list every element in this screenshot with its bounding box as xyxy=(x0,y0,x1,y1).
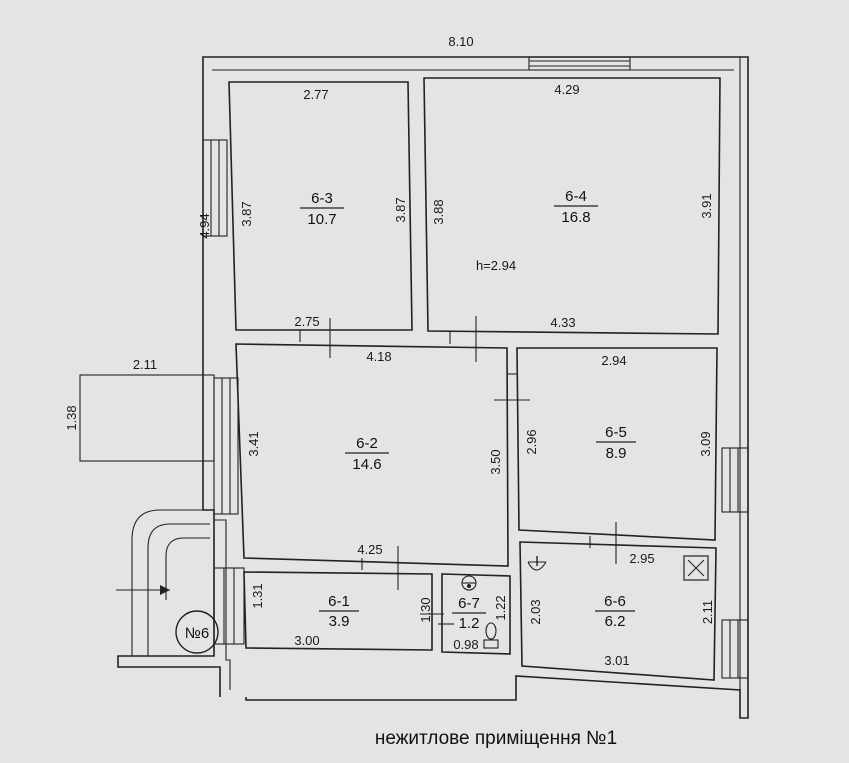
room-6-6-id: 6-6 xyxy=(604,593,626,610)
porch-outline xyxy=(79,374,215,462)
room-6-3-left-dim: 3.87 xyxy=(239,201,254,226)
room-6-6: 2.03 2.11 3.01 6-6 6.2 xyxy=(519,541,717,681)
room-6-7: 1.22 0.98 6-7 1.2 xyxy=(438,573,511,655)
inner-wall-line xyxy=(214,519,231,690)
ceiling-height-label: h=2.94 xyxy=(476,258,516,273)
stair-curve-outer xyxy=(131,509,210,656)
outer-wall-line xyxy=(117,56,749,719)
window-right-lower xyxy=(721,619,749,679)
room-6-4-right-dim: 3.91 xyxy=(699,193,714,218)
porch-depth-label: 1.38 xyxy=(64,405,79,430)
room-6-6-area: 6.2 xyxy=(605,613,626,630)
room-6-5: 2.94 2.96 3.09 2.95 6-5 8.9 xyxy=(516,347,718,566)
room-6-7-id: 6-7 xyxy=(458,595,480,612)
window-right-upper xyxy=(721,447,749,513)
window-left-upper xyxy=(202,139,228,237)
outer-left-dim: 4.94 xyxy=(197,213,212,238)
entrance-number-label: №6 xyxy=(185,625,209,642)
porch: 2.11 1.38 xyxy=(64,357,215,462)
room-6-2: 4.18 3.41 3.50 4.25 6-2 14.6 xyxy=(235,343,530,590)
room-6-3-right-dim: 3.87 xyxy=(393,197,408,222)
room-6-5-top-dim: 2.94 xyxy=(601,353,626,368)
outer-walls xyxy=(117,56,749,719)
room-6-2-left-dim: 3.41 xyxy=(246,431,261,456)
stair-entrance: №6 xyxy=(116,509,219,656)
window-left-middle xyxy=(213,377,239,515)
room-6-2-right-dim: 3.50 xyxy=(488,449,503,474)
room-6-1-left-dim: 1.31 xyxy=(250,583,265,608)
entrance-number-circle xyxy=(175,610,219,654)
room-6-7-bottom-dim: 0.98 xyxy=(453,637,478,652)
room-6-7-area: 1.2 xyxy=(459,615,480,632)
room-6-4-bottom-dim: 4.33 xyxy=(550,315,575,330)
room-6-1: 1.31 1.30 3.00 6-1 3.9 xyxy=(243,571,444,651)
room-6-3-area: 10.7 xyxy=(307,211,336,228)
outer-top-dim: 8.10 xyxy=(448,34,473,49)
room-6-1-area: 3.9 xyxy=(329,613,350,630)
room-6-1-bottom-dim: 3.00 xyxy=(294,633,319,648)
room-6-5-area: 8.9 xyxy=(606,445,627,462)
room-6-3-id: 6-3 xyxy=(311,190,333,207)
windows xyxy=(202,56,749,679)
plan-title: нежитлове приміщення №1 xyxy=(375,728,617,749)
sink-icon xyxy=(527,556,547,571)
room-6-3: 2.77 3.87 3.87 4.94 2.75 6-3 10.7 xyxy=(197,81,413,358)
room-6-4-area: 16.8 xyxy=(561,209,590,226)
room-6-5-bottom-dim: 2.95 xyxy=(629,551,654,566)
room-6-4: 4.29 3.88 3.91 4.33 h=2.94 8.10 6-4 16.8 xyxy=(423,34,721,362)
room-6-1-id: 6-1 xyxy=(328,593,350,610)
stair-curve-mid xyxy=(147,523,210,656)
room-6-2-id: 6-2 xyxy=(356,435,378,452)
room-6-6-bottom-dim: 3.01 xyxy=(604,653,629,668)
room-6-5-left-dim: 2.96 xyxy=(524,429,539,454)
room-6-3-top-dim: 2.77 xyxy=(303,87,328,102)
room-6-1-right-dim: 1.30 xyxy=(418,597,433,622)
porch-width-label: 2.11 xyxy=(133,357,157,372)
room-6-5-id: 6-5 xyxy=(605,424,627,441)
room-6-6-right-dim: 2.11 xyxy=(700,600,715,624)
boiler-icon xyxy=(683,555,709,581)
window-left-lower xyxy=(213,567,245,645)
room-6-3-bottom-dim: 2.75 xyxy=(294,314,319,329)
room-6-4-left-dim: 3.88 xyxy=(431,199,446,224)
room-6-4-id: 6-4 xyxy=(565,188,587,205)
room-6-5-right-dim: 3.09 xyxy=(698,431,713,456)
room-6-2-area: 14.6 xyxy=(352,456,381,473)
toilet-icon xyxy=(483,622,499,649)
window-top xyxy=(528,56,631,71)
entrance-arrow-head xyxy=(160,585,170,595)
room-6-7-right-dim: 1.22 xyxy=(493,595,508,620)
stair-curve-inner xyxy=(165,537,210,600)
room-6-2-top-dim: 4.18 xyxy=(366,349,391,364)
room-6-4-top-dim: 4.29 xyxy=(554,82,579,97)
room-6-6-left-dim: 2.03 xyxy=(528,599,543,624)
drain-icon xyxy=(461,575,477,591)
room-6-2-bottom-dim: 4.25 xyxy=(357,542,382,557)
